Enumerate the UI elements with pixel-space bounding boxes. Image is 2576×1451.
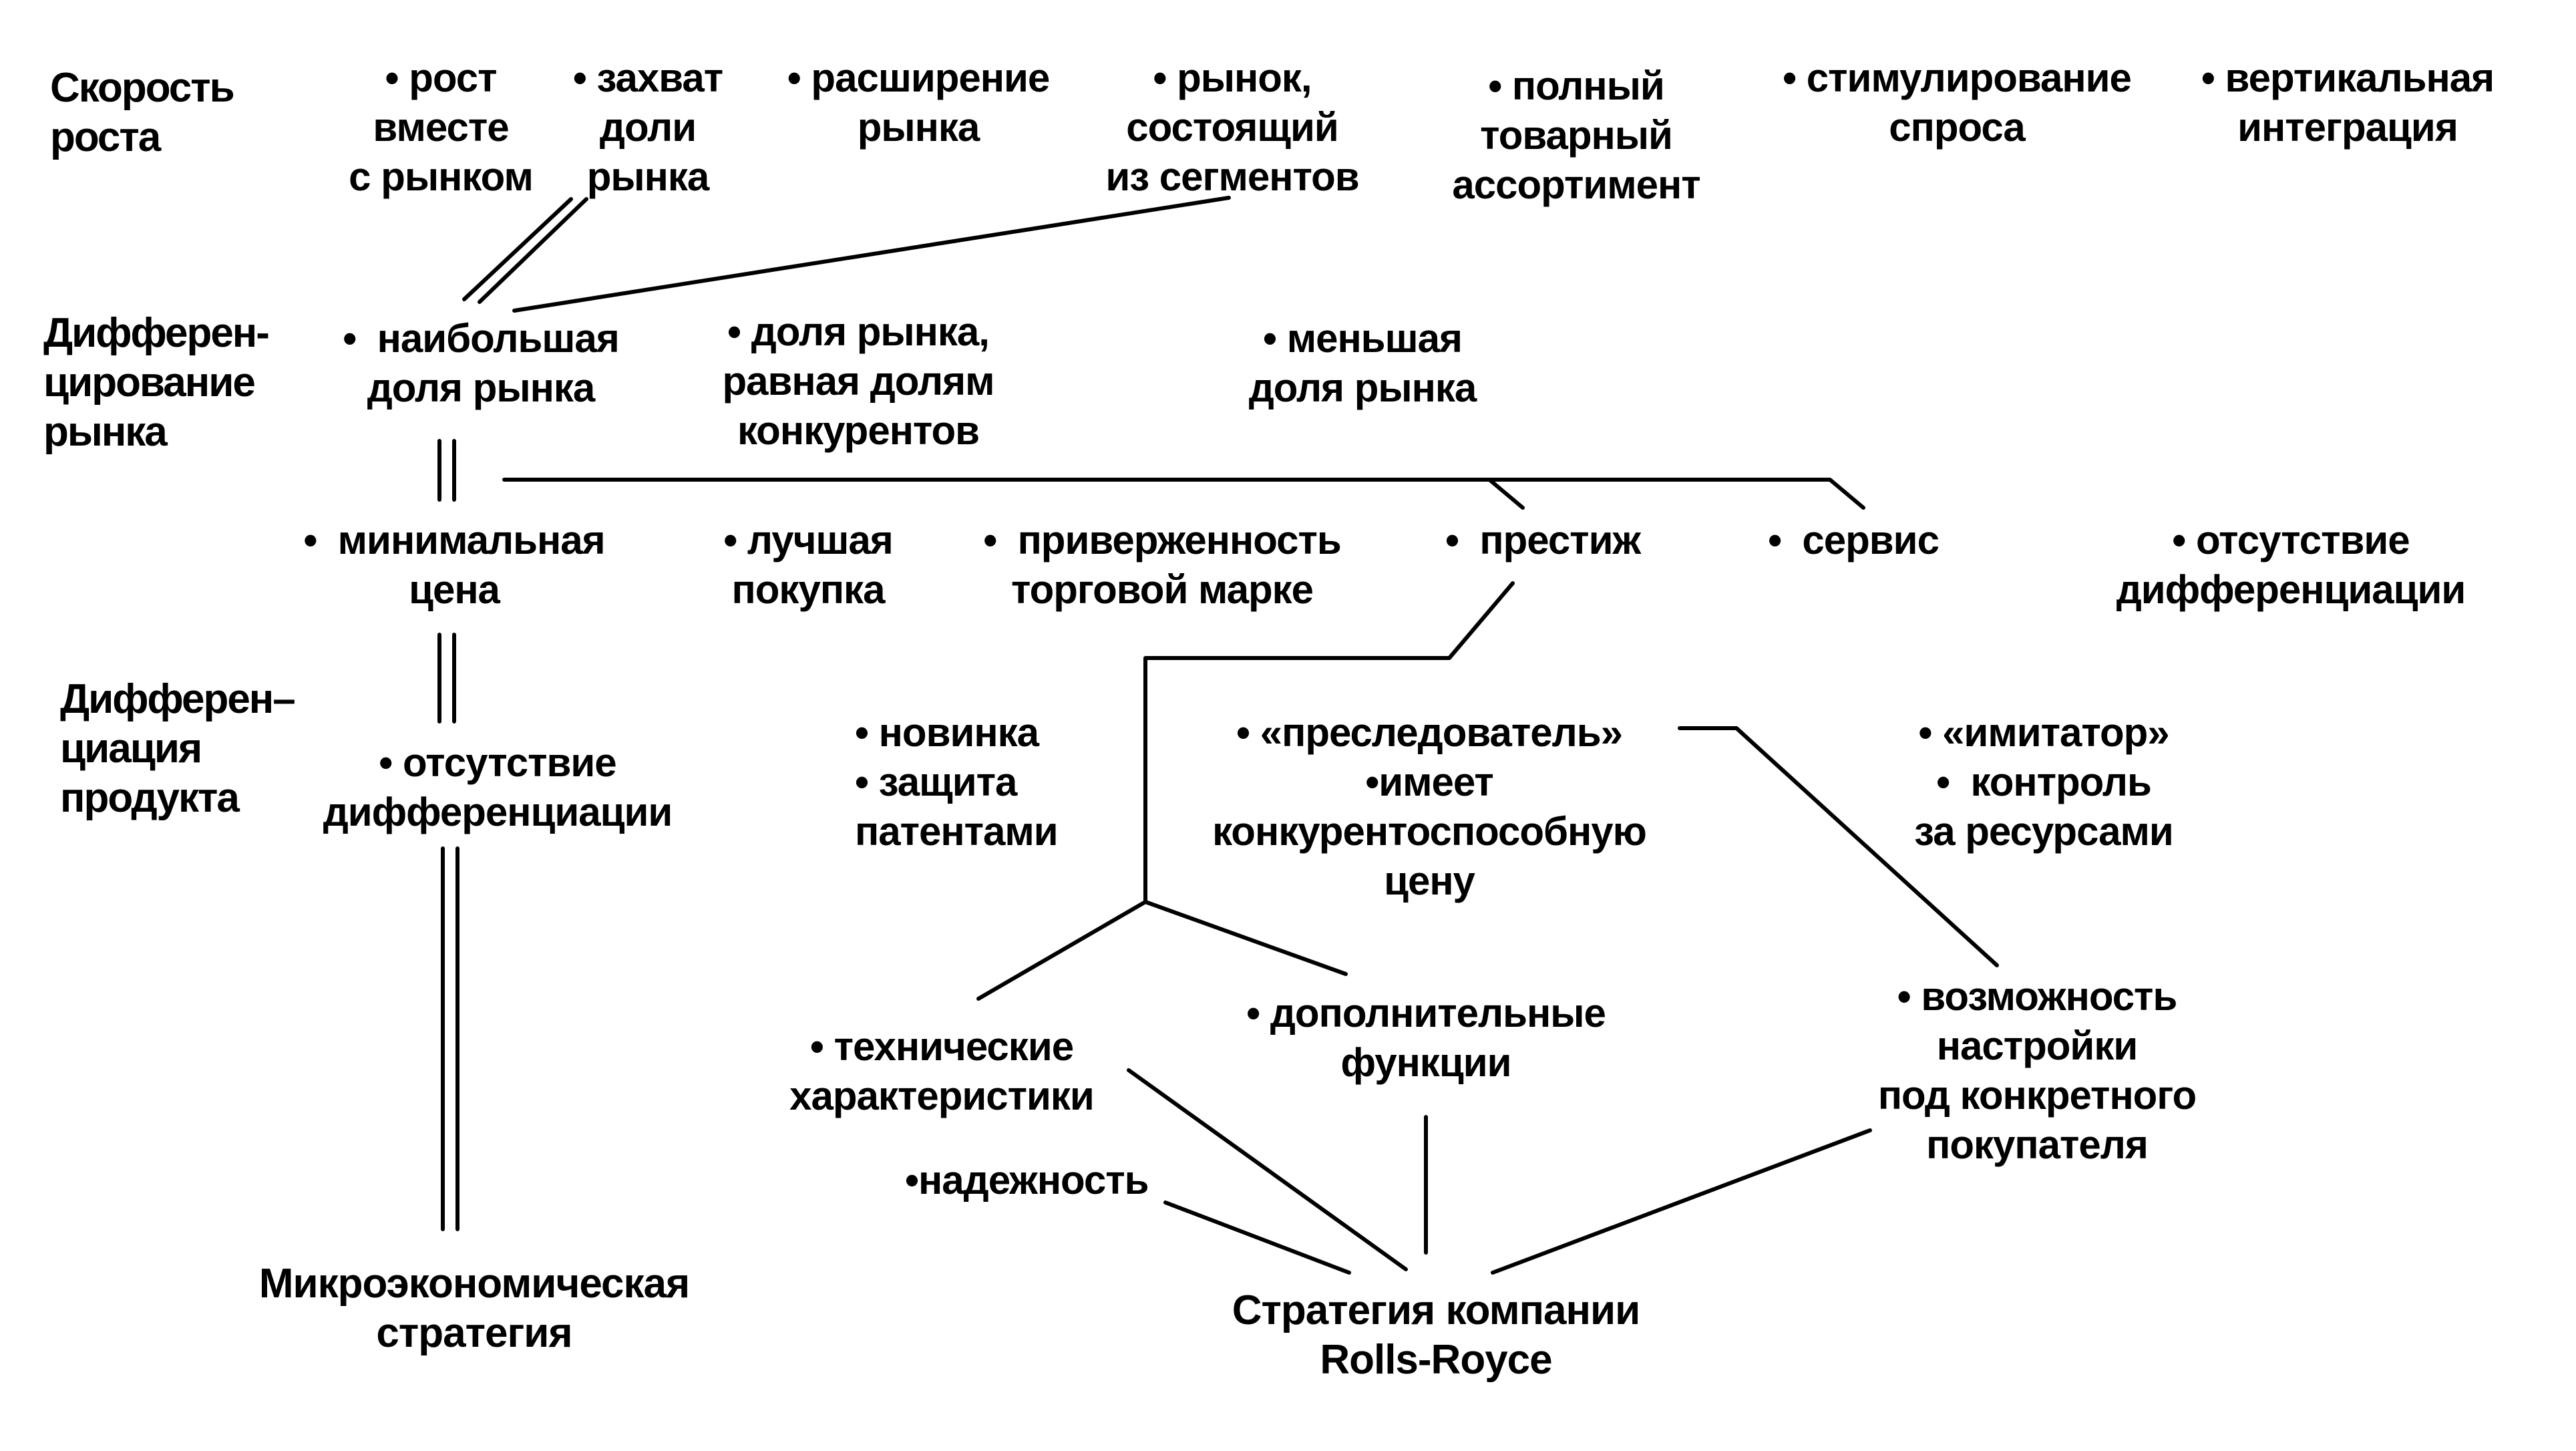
node-technical: • технические характеристики — [789, 1024, 1095, 1118]
node-prestige: • престиж — [1445, 518, 1641, 562]
node-smaller-share: • меньшая доля рынка — [1248, 316, 1477, 410]
node-imitator: • «имитатор» • контроль за ресурсами — [1914, 710, 2174, 854]
connector-technical-to-rr — [1127, 1068, 1408, 1271]
node-follower: • «преследователь» •имеет конкурентоспос… — [1212, 710, 1647, 903]
node-additional: • дополнительные функции — [1246, 991, 1606, 1085]
row-label-market-differentiation: Дифферен- цирование рынка — [43, 310, 270, 455]
connector-prestige-to-follower — [1143, 581, 1515, 904]
micro-strategy-title: Микроэкономическая стратегия — [258, 1261, 690, 1356]
node-vertical-integration: • вертикальная интеграция — [2201, 55, 2495, 150]
rolls-royce-strategy-title: Стратегия компании Rolls-Royce — [1232, 1287, 1640, 1383]
node-full-assortment: • полный товарный ассортимент — [1452, 63, 1700, 207]
node-equal-share: • доля рынка, равная долям конкурентов — [722, 309, 995, 453]
node-grow-with-market: • рост вместе с рынком — [349, 55, 534, 199]
node-market-expansion: • расширение рынка — [787, 55, 1050, 150]
node-no-differentiation-top: • отсутствие дифференциации — [2116, 518, 2466, 612]
node-capture-share: • захват доли рынка — [572, 55, 723, 199]
connector-capture-to-largest-1 — [462, 197, 573, 301]
node-customization: • возможность настройки под конкретного … — [1877, 974, 2197, 1167]
node-brand-loyalty: • приверженность торговой марке — [983, 518, 1342, 612]
connector-follower-to-technical — [976, 900, 1147, 1001]
connector-largest-to-prestige-service — [502, 478, 1865, 510]
node-demand-stimulation: • стимулирование спроса — [1783, 55, 2132, 150]
node-no-differentiation: • отсутствие дифференциации — [323, 740, 673, 834]
connector-bracket-to-prestige — [1487, 478, 1525, 510]
node-reliability: •надежность — [905, 1158, 1149, 1202]
node-service: • сервис — [1768, 518, 1940, 562]
connector-customization-to-rr — [1491, 1128, 1872, 1275]
connector-segments-to-largest — [512, 196, 1231, 313]
connector-follower-to-additional — [1143, 900, 1348, 976]
connector-follower-to-customization — [1678, 726, 1999, 967]
connector-reliability-to-rr — [1163, 1200, 1351, 1275]
row-label-product-differentiation: Дифферен– циация продукта — [60, 676, 296, 821]
node-novelty: • новинка • защита патентами — [855, 710, 1059, 854]
node-best-buy: • лучшая покупка — [723, 518, 894, 612]
connector-capture-to-largest-2 — [478, 197, 588, 304]
row-label-growth-rate: Скорость роста — [50, 65, 235, 160]
node-segmented-market: • рынок, состоящий из сегментов — [1105, 55, 1359, 199]
node-minimal-price: • минимальная цена — [303, 518, 605, 612]
node-largest-share: • наибольшая доля рынка — [343, 316, 619, 410]
